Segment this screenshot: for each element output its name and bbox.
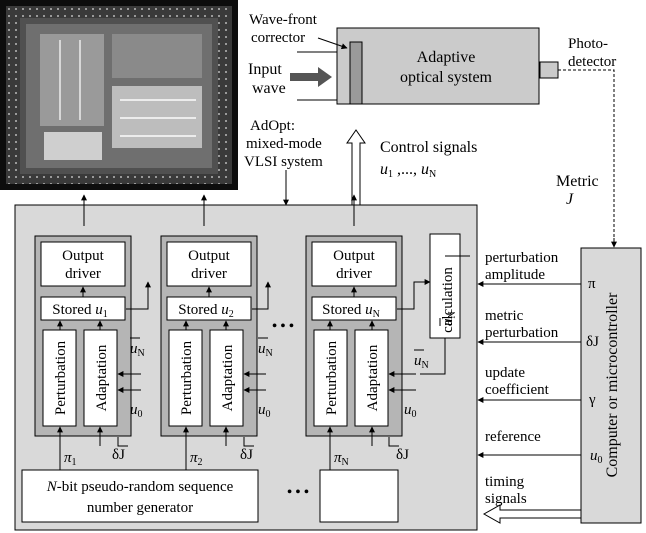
adopt-line3: VLSI system [244,154,323,170]
sig-timing-2: signals [485,491,527,507]
sym-pi: π [588,276,596,292]
ch2-delta: δJ [240,447,253,463]
adopt-line1: AdOpt: [250,118,295,134]
chn-perturbation: Perturbation [324,340,340,415]
wavefront-line1: Wave-front [249,12,318,28]
metric-var: J [566,191,574,208]
adopt-line2: mixed-mode [246,136,322,152]
adaptive-optical-system [337,28,558,104]
ch1-adaptation: Adaptation [94,344,110,411]
chn-output-line2: driver [336,266,372,282]
sig-update-2: coefficient [485,382,550,398]
adaptive-system-line1: Adaptive [417,49,476,66]
chn-output-line1: Output [333,248,376,264]
control-signals-arrow-icon [347,130,365,205]
photodetector-line1: Photo- [568,36,608,52]
sig-reference: reference [485,429,541,445]
chn-delta: δJ [396,447,409,463]
input-wave-line2: wave [252,80,286,97]
ch1-output-line1: Output [62,248,105,264]
ch2-adaptation: Adaptation [220,344,236,411]
sig-perturbation-amp-2: amplitude [485,267,545,283]
chip-photo [0,0,238,190]
ellipsis-bottom: • • • [287,485,309,500]
adaptive-system-line2: optical system [400,69,493,86]
chn-stored: Stored uN [322,302,380,320]
input-arrow-icon [290,67,332,87]
ellipsis-middle: • • • [272,319,294,334]
input-wave-line1: Input [248,61,282,78]
sig-perturbation-amp-1: perturbation [485,250,559,266]
prng-box-n [320,470,398,522]
metric-label: Metric [556,173,599,190]
chn-adaptation: Adaptation [365,344,381,411]
sig-update-1: update [485,365,525,381]
timing-arrow-icon [484,505,581,523]
ch2-output-line1: Output [188,248,231,264]
ch2-stored: Stored u2 [178,302,233,320]
sym-gamma: γ [588,392,596,408]
prng-line1: N-bit pseudo-random sequence [46,479,234,495]
ch1-delta: δJ [112,447,125,463]
photodetector-line2: detector [568,54,616,70]
control-u: u1 ,..., uN [380,161,436,180]
sym-delta: δJ [586,334,599,350]
control-title: Control signals [380,139,477,156]
wavefront-line2: corrector [251,30,305,46]
photodetector-box [540,62,558,78]
prng-line2: number generator [87,500,193,516]
computer-label: Computer or microcontroller [604,292,621,478]
ch1-stored: Stored u1 [52,302,107,320]
sig-metric-pert-1: metric [485,308,524,324]
ch1-perturbation: Perturbation [53,340,69,415]
ch2-perturbation: Perturbation [179,340,195,415]
sig-timing-1: timing [485,474,525,490]
sig-metric-pert-2: perturbation [485,325,559,341]
ch2-output-line2: driver [191,266,227,282]
ch1-output-line2: driver [65,266,101,282]
